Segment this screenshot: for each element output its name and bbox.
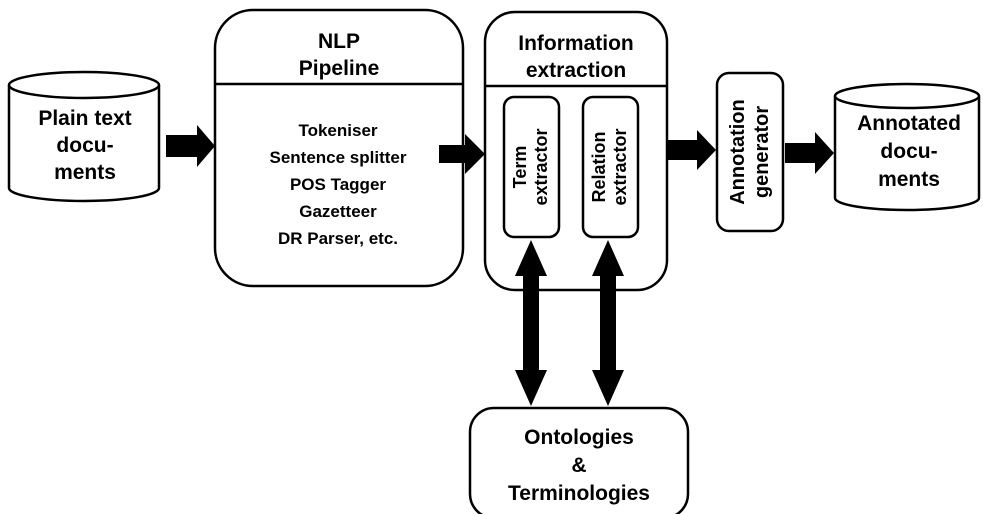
ontologies-line3: Terminologies <box>508 482 650 505</box>
annotation-generator-line2: generator <box>751 106 773 198</box>
double-arrow-term-ontologies <box>515 240 547 406</box>
arrow-annotation-to-annotated-docs <box>785 132 834 174</box>
ontologies-line2: & <box>571 454 586 477</box>
nlp-item-dr-parser: DR Parser, etc. <box>278 229 398 248</box>
nlp-item-gazetteer: Gazetteer <box>299 202 377 221</box>
ie-title-line1: Information <box>518 32 634 55</box>
plain-text-label-line1: Plain text <box>38 107 131 130</box>
nlp-item-tokeniser: Tokeniser <box>298 121 377 140</box>
annotated-docs-label-line3: ments <box>878 168 940 191</box>
nlp-pipeline-box: NLP Pipeline Tokeniser Sentence splitter… <box>213 8 465 288</box>
ontologies-line1: Ontologies <box>524 426 634 449</box>
ie-title-line2: extraction <box>526 59 626 82</box>
plain-text-label-line2: docu- <box>56 134 113 157</box>
term-extractor-box: Term extractor <box>502 95 561 239</box>
annotated-documents-cylinder: Annotated docu- ments <box>833 82 981 212</box>
arrow-plaintext-to-nlp <box>166 125 215 167</box>
annotated-docs-label-line1: Annotated <box>857 112 961 135</box>
arrow-ie-to-annotation <box>667 130 716 170</box>
ontologies-terminologies-box: Ontologies & Terminologies <box>468 406 690 514</box>
nlp-title-line2: Pipeline <box>299 57 380 80</box>
nlp-item-sentence-splitter: Sentence splitter <box>270 148 407 167</box>
plain-text-label-line3: ments <box>54 161 116 184</box>
term-extractor-line1: Term <box>510 146 530 189</box>
annotation-generator-box: Annotation generator <box>715 71 785 233</box>
term-extractor-line2: extractor <box>531 128 551 205</box>
relation-extractor-box: Relation extractor <box>581 95 640 239</box>
arrow-nlp-to-ie <box>439 134 485 174</box>
nlp-item-pos-tagger: POS Tagger <box>290 175 386 194</box>
nlp-title-line1: NLP <box>318 30 360 53</box>
relation-extractor-line2: extractor <box>610 128 630 205</box>
double-arrow-relation-ontologies <box>592 240 624 406</box>
plain-text-documents-cylinder: Plain text docu- ments <box>7 70 161 203</box>
information-extraction-box: Information extraction Term extractor Re… <box>483 10 669 292</box>
annotated-docs-label-line2: docu- <box>880 140 937 163</box>
annotation-generator-line1: Annotation <box>727 99 749 205</box>
relation-extractor-line1: Relation <box>589 131 609 202</box>
